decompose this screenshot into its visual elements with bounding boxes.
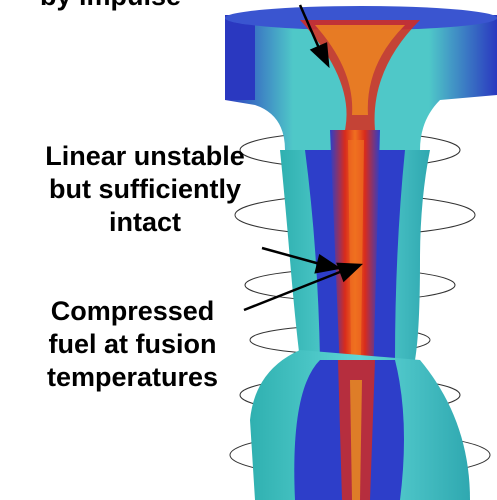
label-fuel-line-1: Compressed bbox=[20, 295, 245, 328]
top-cap bbox=[225, 6, 497, 150]
label-fuel-line-2: fuel at fusion bbox=[20, 328, 245, 361]
label-linear-line-1: Linear unstable bbox=[20, 140, 270, 173]
top-caption: by impulse bbox=[40, 0, 181, 13]
label-linear-unstable: Linear unstable but sufficiently intact bbox=[20, 140, 270, 239]
label-linear-line-2: but sufficiently bbox=[20, 173, 270, 206]
label-fuel-line-3: temperatures bbox=[20, 361, 245, 394]
bottom-bell bbox=[250, 350, 470, 500]
label-compressed-fuel: Compressed fuel at fusion temperatures bbox=[20, 295, 245, 394]
label-linear-line-3: intact bbox=[20, 206, 270, 239]
